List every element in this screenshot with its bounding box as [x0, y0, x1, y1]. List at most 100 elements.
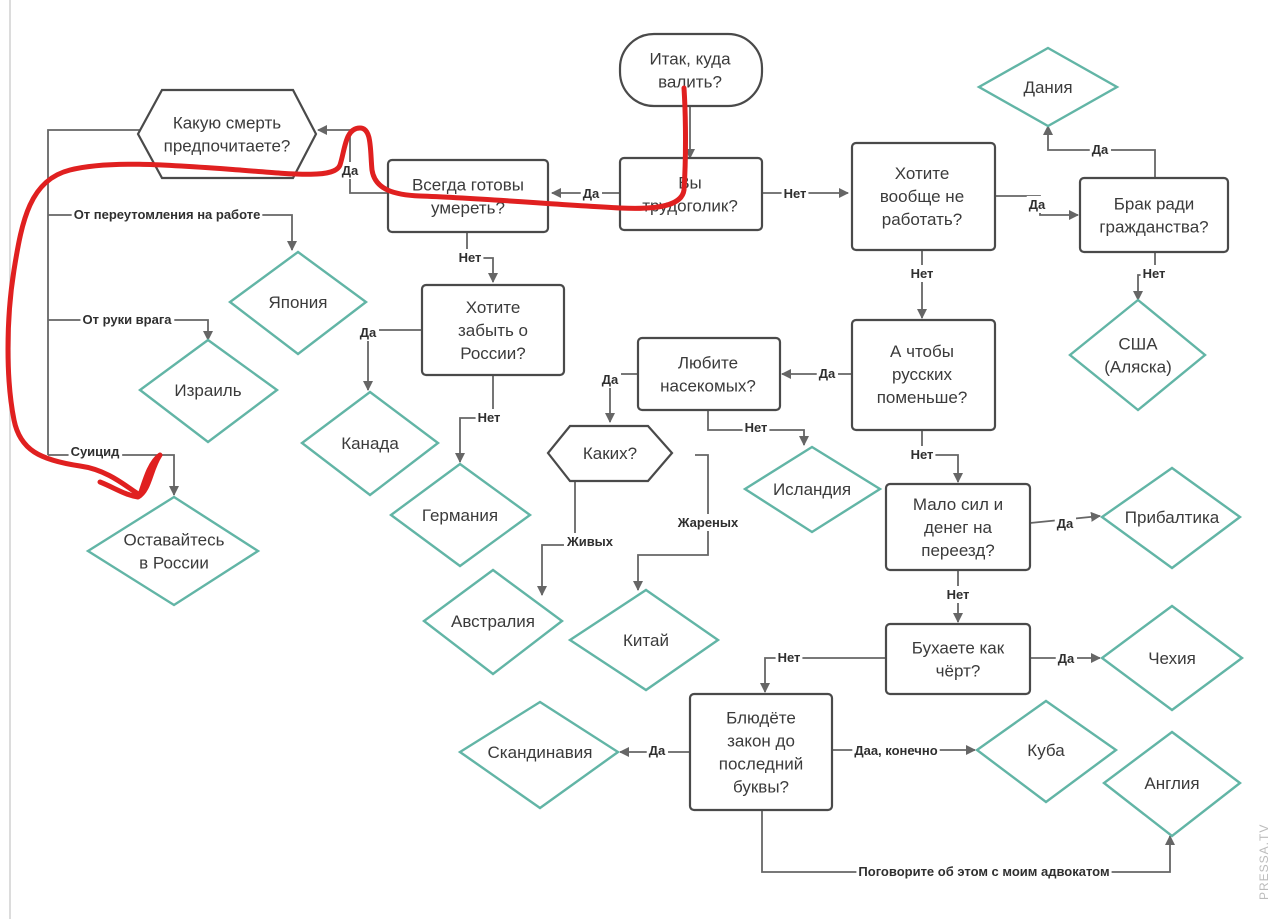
- not-work-line: работать?: [882, 210, 963, 229]
- cuba-node: [974, 699, 1119, 804]
- edge-label-insects-yes: Да: [602, 372, 619, 387]
- edge-label-bg: [1026, 196, 1049, 213]
- edge-label-bg: [816, 365, 839, 382]
- law-line: Блюдёте: [726, 709, 796, 728]
- edge-label-alive: Живых: [566, 534, 614, 549]
- not-work-node: [850, 141, 997, 252]
- edge-die-yes: [317, 125, 388, 194]
- edge-label-bg: [1054, 515, 1077, 532]
- fewer-russians-node: [850, 318, 997, 432]
- iceland-line: Исландия: [773, 480, 851, 499]
- watermark: PRESSA.TV: [1257, 824, 1271, 900]
- edge-label-bg: [357, 324, 380, 341]
- edge-which-fried: [633, 454, 709, 591]
- which-node: [546, 424, 674, 483]
- drink-line: Бухаете как: [912, 639, 1005, 658]
- usa-node: [1068, 298, 1207, 412]
- edge-label-bg: [563, 533, 616, 550]
- edge-label-money-no: Нет: [947, 587, 970, 602]
- marriage-line: Брак ради: [1114, 195, 1195, 214]
- fewer-russians-node-label: А чтобы русских поменьше?: [877, 342, 968, 407]
- drink-node: [884, 622, 1032, 696]
- edge-label-bg: [475, 409, 503, 426]
- scandinavia-line: Скандинавия: [488, 743, 593, 762]
- japan-line: Япония: [268, 293, 327, 312]
- cuba-node-label: Куба: [1027, 741, 1065, 760]
- death-line: Какую смерть: [173, 114, 281, 133]
- edge-label-bg: [1055, 650, 1078, 667]
- edge-label-bg: [580, 185, 603, 202]
- edge-label-notwork-no: Нет: [911, 266, 934, 281]
- edge-label-money-yes: Да: [1057, 516, 1074, 531]
- law-line: буквы?: [733, 778, 789, 797]
- japan-node-label: Япония: [268, 293, 327, 312]
- china-node: [567, 588, 721, 692]
- denmark-line: Дания: [1023, 78, 1072, 97]
- forget-russia-line: забыть о: [458, 321, 528, 340]
- edge-label-drink-no: Нет: [778, 650, 801, 665]
- edge-death-spine: [47, 129, 140, 455]
- not-work-line: вообще не: [880, 187, 964, 206]
- denmark-node: [976, 46, 1120, 128]
- fewer-russians-line: русских: [892, 365, 953, 384]
- czech-node-label: Чехия: [1148, 649, 1196, 668]
- australia-node: [422, 568, 564, 676]
- not-work-line: Хотите: [895, 164, 950, 183]
- usa-line: США: [1118, 335, 1158, 354]
- iceland-node-label: Исландия: [773, 480, 851, 499]
- edge-label-bg: [944, 586, 972, 603]
- forget-russia-line: Хотите: [466, 298, 521, 317]
- start-line: Итак, куда: [649, 50, 731, 69]
- drink-line: чёрт?: [936, 662, 981, 681]
- edge-label-bg: [71, 206, 263, 223]
- edge-label-bg: [674, 514, 742, 531]
- edge-label-bg: [456, 249, 484, 266]
- stay-line: Оставайтесь: [124, 531, 225, 550]
- edge-label-bg: [80, 311, 175, 328]
- england-node: [1102, 730, 1242, 838]
- edge-label-notwork-yes: Да: [1029, 197, 1046, 212]
- china-node-label: Китай: [623, 631, 669, 650]
- edge-label-bg: [742, 419, 770, 436]
- scandinavia-node-label: Скандинавия: [488, 743, 593, 762]
- canada-line: Канада: [341, 434, 399, 453]
- edge-label-die-no: Нет: [459, 250, 482, 265]
- australia-node-label: Австралия: [451, 612, 535, 631]
- edge-label-bg: [646, 742, 669, 759]
- edge-label-fried: Жареных: [677, 515, 739, 530]
- edge-label-bg: [852, 742, 940, 759]
- insects-node: [636, 336, 782, 412]
- edge-label-bg: [68, 443, 123, 460]
- baltics-line: Прибалтика: [1125, 508, 1220, 527]
- edge-label-bg: [1089, 141, 1112, 158]
- ready-die-line: Всегда готовы: [412, 176, 524, 195]
- edge-label-marriage-no: Нет: [1143, 266, 1166, 281]
- stay-line: в России: [139, 554, 209, 573]
- forget-russia-node: [420, 283, 566, 377]
- edge-label-bg: [908, 265, 936, 282]
- low-money-line: денег на: [924, 518, 993, 537]
- edge-label-bg: [775, 649, 803, 666]
- israel-node: [137, 338, 280, 444]
- fewer-russians-line: А чтобы: [890, 342, 954, 361]
- red-scribble: [5, 85, 688, 500]
- edge-label-forget-yes: Да: [360, 325, 377, 340]
- japan-node: [227, 250, 369, 356]
- edge-label-marriage-yes: Да: [1092, 142, 1109, 157]
- edge-label-work-yes: Да: [583, 186, 600, 201]
- edge-label-enemy: От руки врага: [82, 312, 172, 327]
- fewer-russians-line: поменьше?: [877, 388, 968, 407]
- edge-law-lawyer: [761, 810, 1175, 873]
- low-money-node: [884, 482, 1032, 572]
- usa-node-label: США(Аляска): [1104, 335, 1172, 377]
- scandinavia-node: [457, 700, 621, 810]
- edge-label-overwork: От переутомления на работе: [74, 207, 261, 222]
- death-line: предпочитаете?: [164, 137, 291, 156]
- start-node: [618, 32, 764, 108]
- stay-node-label: Оставайтесь в России: [124, 531, 225, 573]
